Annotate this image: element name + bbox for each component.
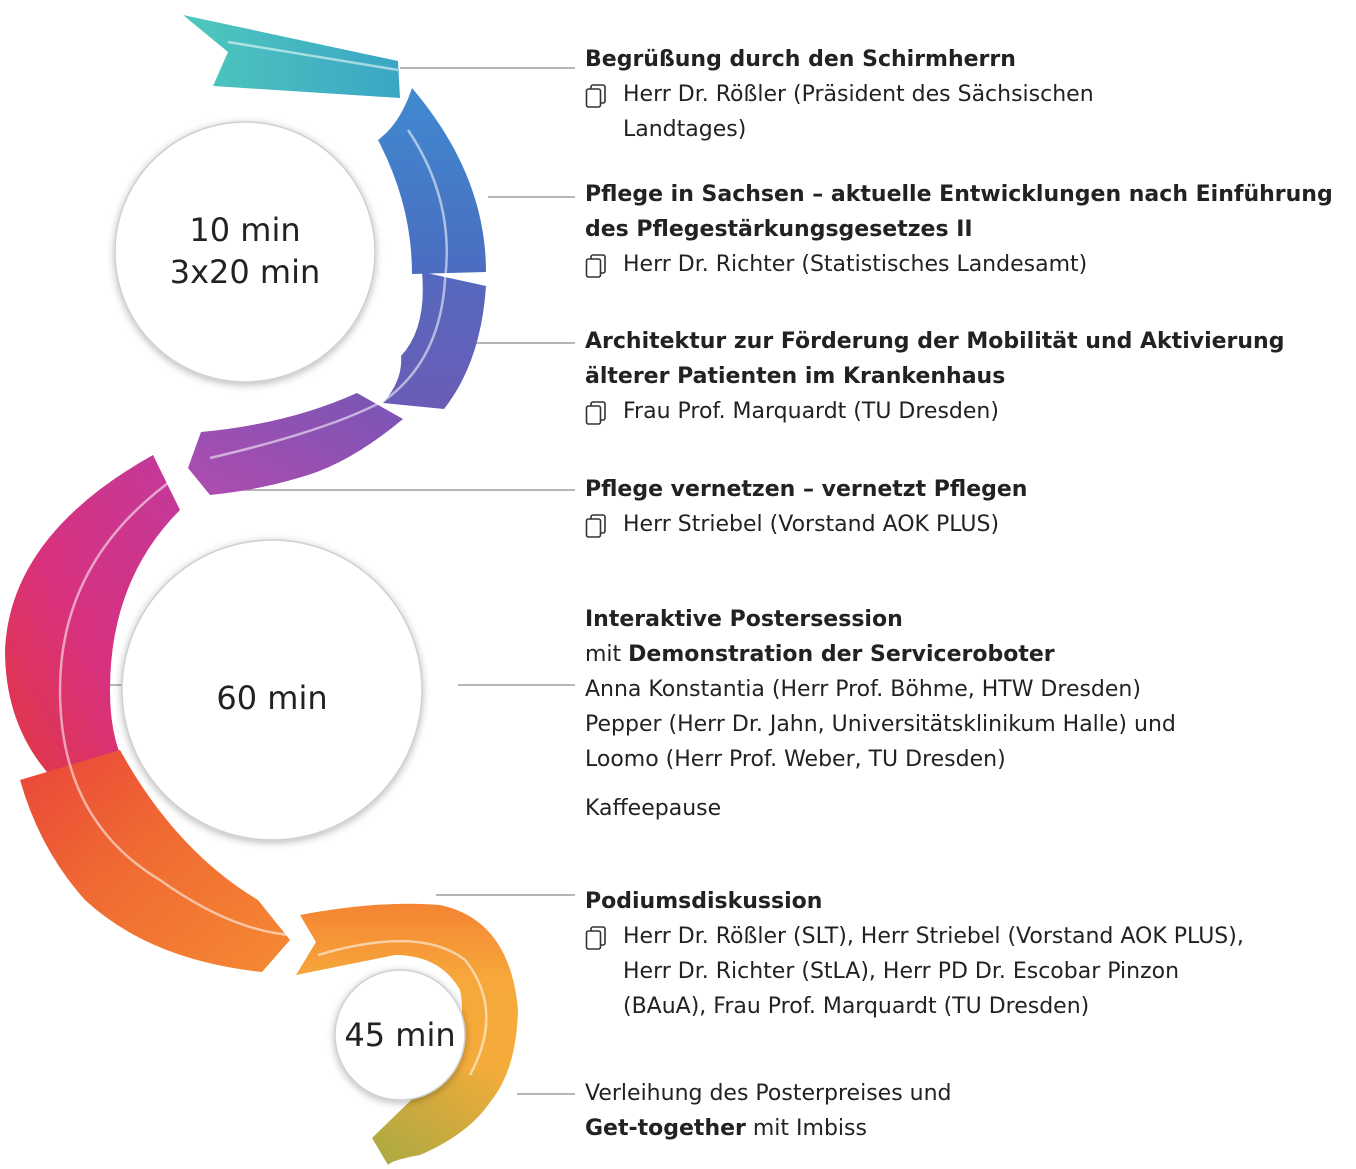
agenda-item-panel: Podiumsdiskussion Herr Dr. Rößler (SLT),…	[585, 884, 1345, 1024]
subtitle-bold: Demonstration der Serviceroboter	[628, 642, 1055, 667]
segment-magenta	[5, 455, 180, 795]
speaker-text: Herr Dr. Richter (StLA), Herr PD Dr. Esc…	[623, 959, 1180, 984]
document-copy-icon	[585, 926, 607, 950]
award-rest: mit Imbiss	[745, 1116, 867, 1141]
duration-text: 60 min	[216, 679, 328, 717]
document-copy-icon	[585, 254, 607, 278]
ribbon-guide-line	[58, 40, 488, 1076]
document-copy-icon	[585, 514, 607, 538]
speaker-text: Frau Prof. Marquardt (TU Dresden)	[623, 399, 999, 424]
agenda-item-networking: Pflege vernetzen – vernetzt Pflegen Herr…	[585, 472, 1345, 542]
robot-line: Anna Konstantia (Herr Prof. Böhme, HTW D…	[585, 677, 1141, 702]
speaker-text: Herr Dr. Rößler (SLT), Herr Striebel (Vo…	[623, 924, 1244, 949]
robot-line: Pepper (Herr Dr. Jahn, Universitätsklini…	[585, 712, 1176, 737]
speaker-block: Herr Striebel (Vorstand AOK PLUS)	[585, 507, 1345, 542]
duration-text: 3x20 min	[169, 253, 321, 291]
agenda-item-poster-session: Interaktive Postersession mit Demonstrat…	[585, 602, 1345, 826]
agenda-item-architecture: Architektur zur Förderung der Mobilität …	[585, 324, 1345, 429]
get-together-label: Get-together	[585, 1116, 746, 1141]
circle-label-discussion: 45 min	[335, 1014, 465, 1056]
item-title: Pflege vernetzen – vernetzt Pflegen	[585, 477, 1028, 502]
duration-text: 45 min	[344, 1016, 456, 1054]
item-title: Podiumsdiskussion	[585, 889, 823, 914]
item-title: Architektur zur Förderung der Mobilität …	[585, 329, 1285, 354]
award-line: Verleihung des Posterpreises und	[585, 1081, 952, 1106]
segment-teal	[183, 15, 400, 98]
subtitle-prefix: mit	[585, 642, 629, 667]
speaker-block: Frau Prof. Marquardt (TU Dresden)	[585, 394, 1345, 429]
item-title: des Pflegestärkungsgesetzes II	[585, 217, 973, 242]
document-copy-icon	[585, 84, 607, 108]
speaker-text: Herr Dr. Richter (Statistisches Landesam…	[623, 252, 1088, 277]
award-line: Get-together mit Imbiss	[585, 1111, 1345, 1146]
speaker-text: (BAuA), Frau Prof. Marquardt (TU Dresden…	[623, 994, 1090, 1019]
segment-blue	[378, 88, 486, 274]
speaker-block: Herr Dr. Richter (Statistisches Landesam…	[585, 247, 1345, 282]
agenda-item-welcome: Begrüßung durch den Schirmherrn Herr Dr.…	[585, 42, 1345, 147]
duration-text: 10 min	[189, 211, 301, 249]
duration-circles	[114, 121, 466, 1101]
document-copy-icon	[585, 401, 607, 425]
item-title: Begrüßung durch den Schirmherrn	[585, 47, 1016, 72]
speaker-text: Herr Dr. Rößler (Präsident des Sächsisch…	[623, 82, 1094, 107]
circle-discussion	[334, 969, 466, 1101]
segment-purple	[188, 393, 403, 495]
speaker-block: Herr Dr. Rößler (Präsident des Sächsisch…	[585, 77, 1345, 147]
circle-poster-session	[121, 539, 423, 841]
speaker-text: Landtages)	[623, 117, 747, 142]
item-title: Interaktive Postersession	[585, 607, 903, 632]
robot-line: Loomo (Herr Prof. Weber, TU Dresden)	[585, 747, 1006, 772]
speaker-block: Herr Dr. Rößler (SLT), Herr Striebel (Vo…	[585, 919, 1345, 1024]
agenda-item-award: Verleihung des Posterpreises und Get-tog…	[585, 1076, 1345, 1146]
circle-label-short-talks: 10 min 3x20 min	[115, 209, 375, 293]
item-subtitle: mit Demonstration der Serviceroboter	[585, 637, 1345, 672]
circle-short-talks	[114, 121, 376, 383]
item-title: älterer Patienten im Krankenhaus	[585, 364, 1006, 389]
segment-olive	[372, 1070, 505, 1165]
coffee-break: Kaffeepause	[585, 796, 722, 821]
agenda-item-care-saxony: Pflege in Sachsen – aktuelle Entwicklung…	[585, 177, 1345, 282]
segment-indigo	[383, 272, 486, 409]
circle-label-poster-session: 60 min	[122, 677, 422, 719]
item-title: Pflege in Sachsen – aktuelle Entwicklung…	[585, 182, 1333, 207]
speaker-text: Herr Striebel (Vorstand AOK PLUS)	[623, 512, 1000, 537]
